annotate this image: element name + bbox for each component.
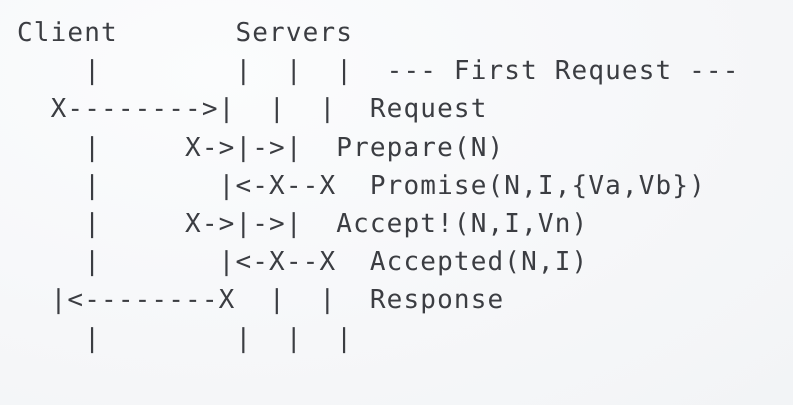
ascii-sequence-diagram-text: Client Servers | | | | --- First Request… xyxy=(17,18,740,354)
